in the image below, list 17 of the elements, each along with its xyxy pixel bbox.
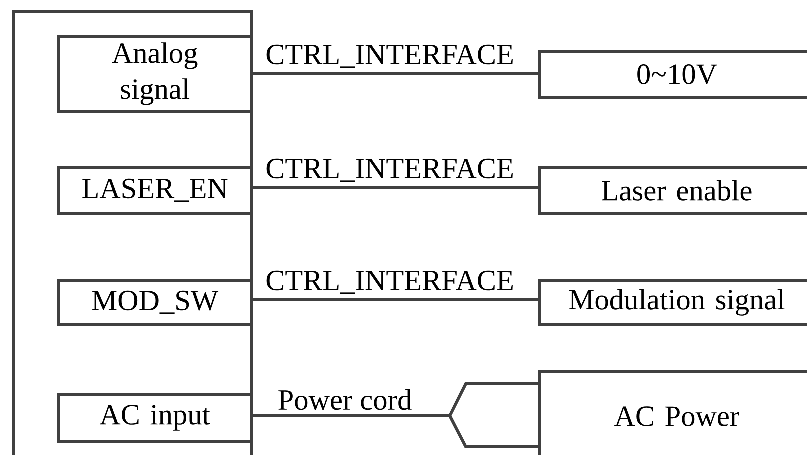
edge-label: CTRL_INTERFACE — [264, 44, 516, 70]
connector-line — [253, 72, 538, 76]
frame-box — [12, 10, 254, 455]
connector-line — [253, 186, 538, 190]
label-box: AC Power — [538, 370, 807, 455]
label-box: LASER_EN — [57, 166, 254, 216]
label-box: Modulation signal — [538, 279, 807, 326]
edge-label: CTRL_INTERFACE — [264, 270, 516, 296]
label-box: MOD_SW — [57, 279, 254, 326]
label-box: AC input — [57, 393, 254, 443]
edge-label: CTRL_INTERFACE — [264, 158, 516, 184]
label-box: 0~10V — [538, 50, 807, 100]
label-box: Laser enable — [538, 166, 807, 216]
plug-connector-line — [252, 382, 540, 449]
label-box: Analog signal — [57, 35, 254, 113]
connector-line — [253, 298, 538, 302]
edge-label: Power cord — [276, 388, 414, 412]
